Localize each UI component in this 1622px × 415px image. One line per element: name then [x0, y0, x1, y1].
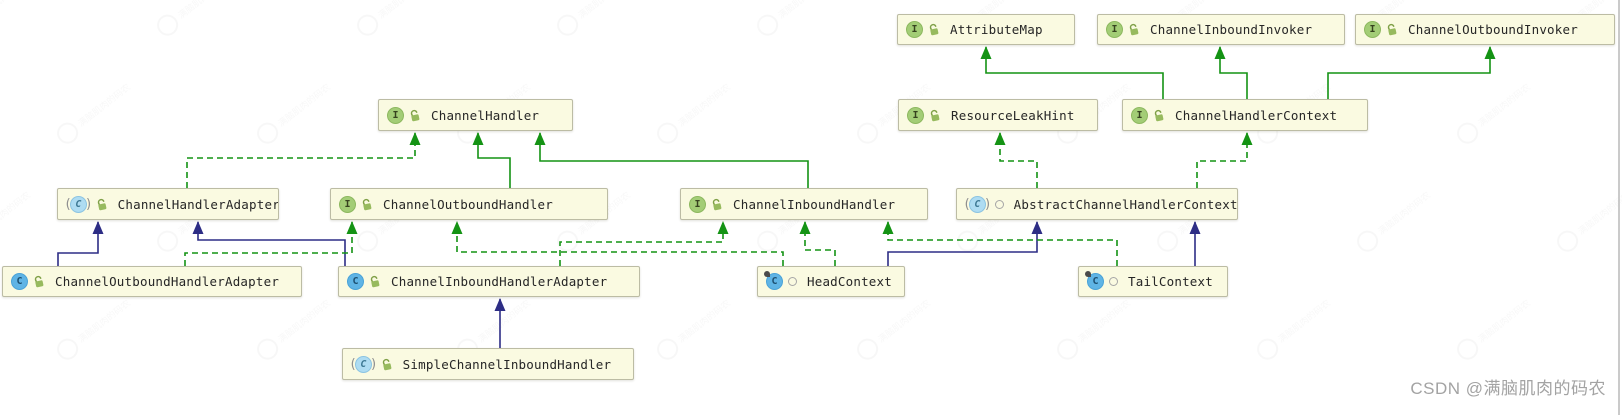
class-node-channel-handler[interactable]: I ChannelHandler: [378, 99, 573, 131]
package-private-icon: [1109, 277, 1118, 286]
abstract-class-icon: (C): [64, 195, 93, 213]
edge-implements-head-context--channel-outbound-handler: [451, 221, 784, 266]
public-lock-icon: [929, 109, 941, 122]
class-name-label: ChannelHandlerContext: [1175, 107, 1338, 123]
panel-right-border: [1618, 0, 1620, 415]
class-node-channel-outbound-invoker[interactable]: I ChannelOutboundInvoker: [1355, 14, 1615, 45]
edge-extends-channel-handler-context--channel-outbound-invoker: [1327, 46, 1496, 99]
class-name-label: ChannelHandler: [431, 107, 540, 123]
class-node-attribute-map[interactable]: I AttributeMap: [897, 14, 1075, 45]
package-private-icon: [788, 277, 797, 286]
class-node-head-context[interactable]: C HeadContext: [757, 266, 905, 297]
class-name-label: ChannelHandlerAdapter: [117, 196, 279, 212]
class-node-channel-inbound-handler[interactable]: I ChannelInboundHandler: [680, 188, 928, 220]
edge-implements-channel-outbound-handler-adapter--channel-outbound-handler: [184, 221, 358, 266]
class-name-label: AttributeMap: [950, 22, 1043, 37]
class-icon: C: [347, 273, 364, 290]
public-lock-icon: [1128, 23, 1140, 36]
edge-implements-tail-context--channel-inbound-handler: [882, 221, 1118, 266]
interface-icon: I: [1364, 21, 1381, 38]
class-node-abstract-channel-handler-context[interactable]: (C) AbstractChannelHandlerContext: [956, 188, 1238, 220]
class-node-channel-inbound-handler-adapter[interactable]: C ChannelInboundHandlerAdapter: [338, 266, 640, 297]
public-lock-icon: [96, 198, 108, 211]
edge-extends-channel-outbound-handler-adapter--channel-handler-adapter: [57, 221, 104, 266]
class-name-label: ChannelInboundInvoker: [1150, 22, 1313, 37]
class-node-tail-context[interactable]: C TailContext: [1078, 266, 1228, 297]
edge-extends-channel-outbound-handler--channel-handler: [472, 132, 511, 188]
class-node-simple-channel-inbound-handler[interactable]: (C) SimpleChannelInboundHandler: [342, 348, 634, 380]
interface-icon: I: [1106, 21, 1123, 38]
edge-extends-head-context--abstract-channel-handler-context: [887, 221, 1043, 266]
public-lock-icon: [409, 109, 421, 122]
final-class-icon: C: [1085, 271, 1104, 290]
abstract-class-icon: (C): [349, 355, 378, 373]
class-name-label: ChannelInboundHandlerAdapter: [391, 274, 608, 289]
edge-implements-abstract-channel-handler-context--resource-leak-hint: [994, 132, 1038, 188]
class-node-channel-handler-context[interactable]: I ChannelHandlerContext: [1122, 99, 1368, 131]
class-name-label: ChannelOutboundHandlerAdapter: [55, 274, 280, 289]
edge-extends-channel-handler-context--channel-inbound-invoker: [1214, 46, 1248, 99]
abstract-class-icon: (C): [963, 195, 992, 213]
public-lock-icon: [33, 275, 45, 288]
class-name-label: ChannelInboundHandler: [733, 196, 896, 212]
class-name-label: SimpleChannelInboundHandler: [402, 356, 612, 372]
class-icon: C: [11, 273, 28, 290]
class-node-channel-outbound-handler[interactable]: I ChannelOutboundHandler: [330, 188, 608, 220]
class-name-label: AbstractChannelHandlerContext: [1013, 196, 1238, 212]
interface-icon: I: [339, 195, 356, 213]
public-lock-icon: [928, 23, 940, 36]
public-lock-icon: [711, 198, 723, 211]
edge-extends-channel-inbound-handler--channel-handler: [534, 132, 809, 188]
final-class-icon: C: [764, 271, 783, 290]
class-name-label: HeadContext: [807, 274, 892, 289]
class-node-resource-leak-hint[interactable]: I ResourceLeakHint: [898, 99, 1098, 131]
edge-implements-channel-handler-adapter--channel-handler: [186, 132, 421, 188]
interface-icon: I: [907, 106, 924, 124]
edge-extends-channel-inbound-handler-adapter--channel-handler-adapter: [192, 221, 346, 266]
class-node-channel-handler-adapter[interactable]: (C) ChannelHandlerAdapter: [57, 188, 279, 220]
class-name-label: TailContext: [1128, 274, 1213, 289]
class-name-label: ResourceLeakHint: [951, 107, 1075, 123]
package-private-icon: [994, 199, 1004, 209]
class-name-label: ChannelOutboundHandler: [383, 196, 553, 212]
public-lock-icon: [369, 275, 381, 288]
edge-implements-channel-inbound-handler-adapter--channel-inbound-handler: [559, 221, 729, 266]
public-lock-icon: [381, 358, 393, 371]
class-node-channel-outbound-handler-adapter[interactable]: C ChannelOutboundHandlerAdapter: [2, 266, 302, 297]
public-lock-icon: [1386, 23, 1398, 36]
edge-extends-channel-handler-context--attribute-map: [980, 46, 1164, 99]
edge-implements-abstract-channel-handler-context--channel-handler-context: [1196, 132, 1253, 188]
interface-icon: I: [906, 21, 923, 38]
interface-icon: I: [1131, 106, 1148, 124]
interface-icon: I: [387, 106, 404, 124]
public-lock-icon: [361, 198, 373, 211]
class-node-channel-inbound-invoker[interactable]: I ChannelInboundInvoker: [1097, 14, 1345, 45]
class-name-label: ChannelOutboundInvoker: [1408, 22, 1578, 37]
edge-implements-head-context--channel-inbound-handler: [799, 221, 836, 266]
csdn-watermark-text: CSDN @满脑肌肉的码农: [1410, 379, 1606, 398]
public-lock-icon: [1153, 109, 1165, 122]
interface-icon: I: [689, 195, 706, 213]
